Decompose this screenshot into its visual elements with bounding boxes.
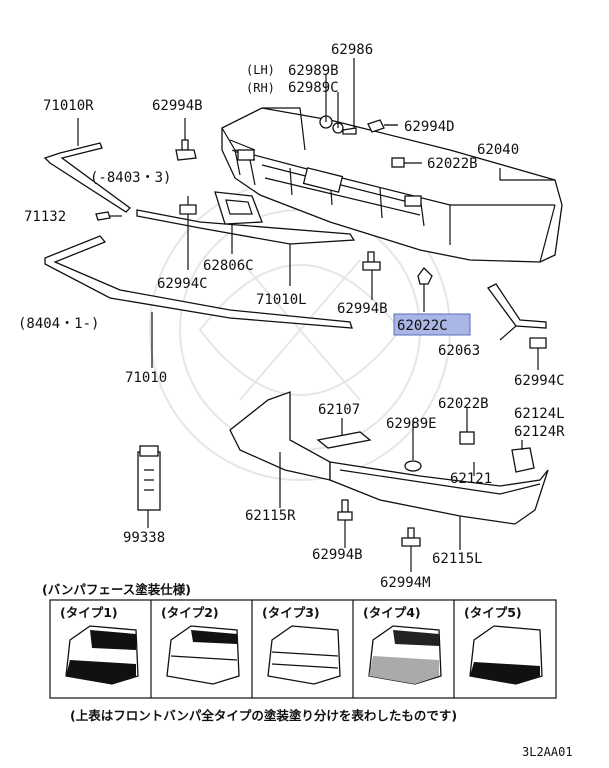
label-62986: 62986	[331, 42, 373, 58]
bolt-62994B-top	[175, 139, 197, 161]
bolt-62994D	[367, 119, 398, 133]
grommet-62989E	[404, 460, 422, 472]
paint-swatch-type-5	[469, 625, 543, 685]
paint-swatch-type-3	[267, 625, 341, 685]
paint-spec-table: (バンパフェース塗装仕様) (タイプ1) (タイプ2) (タイプ3) (タイプ4…	[42, 582, 557, 723]
label-range-2: (8404・1-)	[18, 316, 99, 332]
leader-lines	[77, 58, 555, 572]
label-rh-tag: (RH)	[246, 81, 275, 95]
paint-table-footnote: (上表はフロントバンパ全タイプの塗装塗り分けを表わしたものです)	[70, 708, 457, 723]
label-62806C: 62806C	[203, 258, 254, 274]
molding-71010R	[43, 142, 131, 213]
stay-62063	[487, 283, 547, 329]
label-62022B-bot: 62022B	[438, 396, 489, 412]
label-62994B-bot: 62994B	[312, 547, 363, 563]
paint-type-4: (タイプ4)	[363, 605, 421, 620]
paint-table-title: (バンパフェース塗装仕様)	[42, 582, 191, 597]
part-labels: 62986 (LH) 62989B (RH) 62989C 62994D 620…	[18, 42, 565, 591]
label-62115L: 62115L	[432, 551, 483, 567]
paint-type-5: (タイプ5)	[464, 605, 522, 620]
paint-type-2: (タイプ2)	[161, 605, 219, 620]
clip-62022B-top	[391, 157, 405, 168]
bracket-62107	[316, 431, 372, 449]
label-62107: 62107	[318, 402, 360, 418]
paint-swatch-type-1	[65, 625, 139, 685]
bracket-62806C	[214, 191, 263, 225]
label-lh-tag: (LH)	[246, 63, 275, 77]
label-62063: 62063	[438, 343, 480, 359]
label-62994D: 62994D	[404, 119, 455, 135]
bolt-62994B-mid	[362, 251, 381, 271]
paint-type-1: (タイプ1)	[60, 605, 118, 620]
label-62124L: 62124L	[514, 406, 565, 422]
label-71132: 71132	[24, 209, 66, 225]
clip-62022C	[417, 267, 433, 285]
label-71010L: 71010L	[256, 292, 307, 308]
label-71010: 71010	[125, 370, 167, 386]
label-99338: 99338	[123, 530, 165, 546]
screw-62986	[342, 127, 357, 135]
label-62994C-right: 62994C	[514, 373, 565, 389]
label-62989C: 62989C	[288, 80, 339, 96]
label-62994C-left: 62994C	[157, 276, 208, 292]
cap-62124	[511, 447, 535, 473]
front-bumper-62040	[221, 107, 563, 263]
label-62022B-top: 62022B	[427, 156, 478, 172]
bolt-62994M	[401, 527, 421, 547]
label-62121: 62121	[450, 471, 492, 487]
bolt-62994C-left	[179, 196, 197, 215]
label-62040: 62040	[477, 142, 519, 158]
label-62124R: 62124R	[514, 424, 565, 440]
diagram-code: 3L2AA01	[522, 745, 573, 759]
label-62994M: 62994M	[380, 575, 431, 591]
label-62989E: 62989E	[386, 416, 437, 432]
paint-type-3: (タイプ3)	[262, 605, 320, 620]
bolt-62994B-bot	[337, 499, 353, 521]
label-62989B: 62989B	[288, 63, 339, 79]
paint-swatch-type-4	[368, 625, 442, 685]
highlight-62022C	[393, 313, 471, 336]
label-62115R: 62115R	[245, 508, 296, 524]
clip-62022B-bot	[459, 431, 475, 445]
molding-71010	[44, 235, 353, 329]
paint-swatch-type-2	[166, 625, 240, 685]
label-62022C: 62022C	[397, 318, 448, 334]
touchup-paint-99338	[137, 445, 161, 511]
clip-71132	[95, 211, 111, 221]
label-62994B-top: 62994B	[152, 98, 203, 114]
bolt-62994C-right	[529, 337, 547, 356]
label-62994B-mid: 62994B	[337, 301, 388, 317]
label-range-1: (-8403・3)	[90, 170, 171, 186]
label-71010R: 71010R	[43, 98, 94, 114]
spoiler-62115L	[329, 461, 549, 525]
